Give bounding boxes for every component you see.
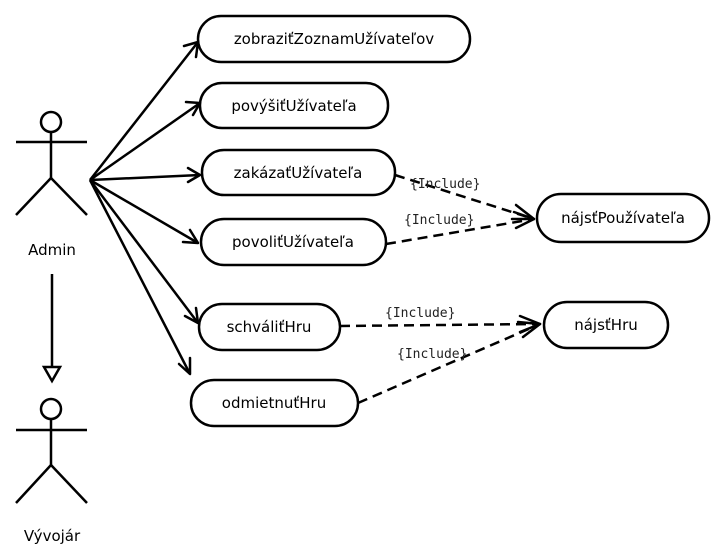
stick-figure-icon — [15, 397, 88, 504]
use-case-schvalit[interactable]: schváliťHru — [197, 302, 342, 352]
use-case-label: nájsťHru — [574, 316, 638, 334]
use-case-zobrazit[interactable]: zobraziťZoznamUžívateľov — [196, 14, 472, 64]
include-labels: {Include} {Include} {Include} {Include} — [385, 177, 480, 362]
use-case-zakazat[interactable]: zakázaťUžívateľa — [200, 148, 397, 197]
association-admin-zakazat — [89, 173, 201, 182]
use-case-label: odmietnuťHru — [222, 394, 326, 412]
actor-developer[interactable]: Vývojár — [15, 397, 88, 545]
use-case-najst-hru[interactable]: nájsťHru — [542, 300, 670, 350]
association-admin-povolit — [89, 178, 199, 245]
use-case-odmietnut[interactable]: odmietnuťHru — [189, 378, 360, 428]
use-case-label: povoliťUžívateľa — [232, 233, 354, 251]
include-label: {Include} — [404, 213, 474, 228]
actor-admin[interactable]: Admin — [15, 110, 88, 259]
use-case-shape — [535, 192, 711, 244]
use-case-shape — [198, 81, 390, 130]
include-line-schvalit — [339, 322, 541, 328]
use-case-shape — [197, 302, 342, 352]
include-relations — [339, 173, 542, 405]
generalization — [41, 274, 63, 384]
association-arrowhead — [183, 306, 200, 325]
actor-label: Admin — [28, 241, 76, 259]
association-arrowhead — [177, 356, 192, 376]
use-case-label: nájsťPoužívateľa — [561, 209, 685, 227]
stick-figure-icon — [15, 110, 88, 216]
include-label: {Include} — [397, 347, 467, 362]
association-arrowhead — [186, 166, 202, 184]
use-case-label: schváliťHru — [227, 318, 312, 336]
use-case-label: povýšiťUžívateľa — [231, 97, 356, 115]
use-case-label: zakázaťUžívateľa — [234, 164, 363, 182]
use-case-najst-pouzivatela[interactable]: nájsťPoužívateľa — [535, 192, 711, 244]
include-arrowhead — [516, 320, 542, 339]
use-case-shape — [189, 378, 360, 428]
associations — [88, 40, 202, 376]
include-line-odmietnut — [357, 322, 541, 405]
use-case-label: zobraziťZoznamUžívateľov — [234, 30, 434, 48]
include-arrowhead — [512, 210, 536, 230]
include-line-povolit — [385, 217, 535, 246]
use-case-povysit[interactable]: povýšiťUžívateľa — [198, 81, 390, 130]
use-case-shape — [196, 14, 472, 64]
include-line-zakazat — [394, 173, 535, 221]
association-arrowhead — [181, 228, 200, 245]
generalization-triangle — [41, 365, 63, 384]
actor-label: Vývojár — [24, 527, 81, 545]
use-case-shape — [199, 217, 388, 267]
association-admin-schvalit — [89, 179, 199, 324]
use-case-shape — [542, 300, 670, 350]
include-label: {Include} — [385, 306, 455, 321]
association-admin-odmietnut — [88, 179, 192, 375]
association-admin-zobrazit — [89, 41, 199, 181]
association-admin-povysit — [89, 101, 201, 182]
use-case-povolit[interactable]: povoliťUžívateľa — [199, 217, 388, 267]
use-case-shape — [200, 148, 397, 197]
include-label: {Include} — [410, 177, 480, 192]
